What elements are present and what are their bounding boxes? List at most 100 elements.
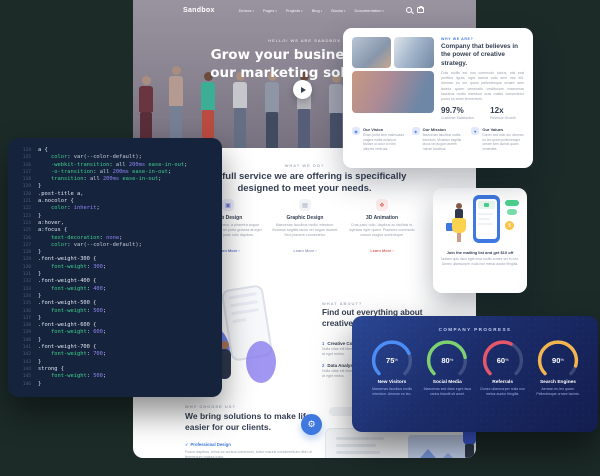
play-icon — [300, 86, 306, 93]
search-icon[interactable] — [406, 7, 412, 13]
code-line: 122 color: inherit; — [16, 205, 214, 212]
gear-icon: ⚙ — [307, 419, 316, 429]
code-line: 119} — [16, 183, 214, 190]
service-title: 3D Animation — [365, 215, 399, 221]
coin-icon: $ — [505, 221, 514, 230]
code-text: } — [38, 249, 42, 256]
code-text: .font-weight-400 { — [38, 278, 97, 285]
about-card: WHY WE ARE? Company that believes in the… — [343, 28, 533, 168]
progress-title: COMPANY PROGRESS — [438, 327, 512, 332]
code-text: transition: all 200ms ease-in-out; — [50, 176, 162, 183]
code-text: font-weight: 300; — [50, 263, 107, 270]
code-text: color: var(--color-default); — [50, 154, 142, 161]
learn-more-link[interactable]: Learn More — [370, 248, 393, 253]
code-line: 133 font-weight: 400; — [16, 286, 214, 293]
nav-menu: Demos Pages Projects Blog Blocks Documentatio… — [239, 8, 384, 13]
illustration-person — [465, 444, 474, 458]
blob-shape — [246, 341, 276, 383]
nav-item-blog[interactable]: Blog — [312, 8, 323, 13]
code-line: 140} — [16, 337, 214, 344]
browser-mockup — [325, 428, 476, 458]
code-line: 139 font-weight: 600; — [16, 329, 214, 336]
item-title: Data Analysis — [327, 363, 357, 369]
stat-value: 99.7% — [441, 106, 464, 116]
solutions-list-label: Professional Design — [190, 442, 231, 447]
code-text: .font-weight-300 { — [38, 256, 97, 263]
gauge-label: Search Engines — [539, 380, 576, 385]
code-text: } — [38, 271, 42, 278]
learn-more-link[interactable]: Learn More — [216, 248, 239, 253]
about-card-heading: Company that believes in the power of cr… — [441, 43, 519, 67]
code-line: 127 color: var(--color-default); — [16, 242, 214, 249]
nav-item-projects[interactable]: Projects — [286, 8, 303, 13]
bag-icon[interactable] — [417, 6, 424, 13]
mailing-illustration: $ — [439, 195, 521, 247]
nav-item-pages[interactable]: Pages — [263, 8, 277, 13]
code-text: a:focus { — [38, 227, 68, 234]
code-text: a:hover, — [38, 219, 64, 226]
about-eyebrow: WHAT ABOUT? — [322, 301, 363, 306]
code-text: font-weight: 600; — [50, 329, 107, 336]
gauge-label: New Visitors — [377, 380, 407, 385]
mailing-text: Nullam quis risus eget urna mollis ornar… — [441, 257, 519, 266]
check-icon: ✓ — [185, 442, 189, 447]
hero-photo-person — [265, 72, 279, 148]
code-text: a { — [38, 147, 48, 153]
line-number: 128 — [22, 250, 31, 256]
services-eyebrow: WHAT WE DO? — [284, 163, 325, 168]
code-line: 130 font-weight: 300; — [16, 264, 214, 271]
gauge-value: 75% — [386, 356, 398, 365]
feature-text: Maecenas faucibus mollis interdum. Vivam… — [422, 133, 462, 152]
nav-item-demos[interactable]: Demos — [239, 8, 254, 13]
line-number: 137 — [22, 315, 31, 321]
code-line: 115 color: var(--color-default); — [16, 154, 214, 161]
hero-photo-person — [233, 72, 247, 148]
play-button[interactable] — [293, 80, 312, 99]
gauge-label: Social Media — [432, 380, 462, 385]
code-line: 126 text-decoration: none; — [16, 235, 214, 242]
line-number: 127 — [22, 242, 31, 248]
line-number: 142 — [22, 352, 31, 358]
service-text: Maecenas faucibus mollis interdum. Vivam… — [271, 223, 339, 238]
line-number: 119 — [22, 184, 31, 190]
code-line: 146} — [16, 381, 214, 388]
line-number: 116 — [22, 162, 31, 168]
line-number: 121 — [22, 199, 31, 205]
stat-value: 12x — [490, 106, 504, 116]
line-number: 114 — [22, 148, 31, 153]
code-text: .font-weight-500 { — [38, 300, 97, 307]
code-text: color: var(--color-default); — [50, 241, 142, 248]
nav-item-blocks[interactable]: Blocks — [331, 8, 345, 13]
nav-item-documentation[interactable]: Documentation — [355, 8, 384, 13]
feature-title: Our Vision — [363, 127, 384, 133]
gauge-value: 90% — [552, 356, 564, 365]
heart-icon: ♥ — [471, 127, 480, 136]
code-text: font-weight: 500; — [50, 373, 107, 380]
code-line: 120.post-title a, — [16, 191, 214, 198]
code-text: .font-weight-600 { — [38, 322, 97, 329]
code-line: 134} — [16, 293, 214, 300]
line-number: 117 — [22, 169, 31, 175]
gauge-value: 80% — [441, 356, 454, 365]
line-number: 122 — [22, 206, 31, 212]
line-number: 130 — [22, 264, 31, 270]
gauge-label: Referrals — [492, 380, 514, 385]
learn-more-link[interactable]: Learn More — [293, 248, 316, 253]
code-line: 137} — [16, 315, 214, 322]
code-line: 131} — [16, 271, 214, 278]
site-logo[interactable]: Sandbox — [183, 6, 215, 14]
line-number: 115 — [22, 155, 31, 161]
hero-photo-person — [329, 74, 343, 148]
about-card-eyebrow: WHY WE ARE? — [441, 37, 474, 41]
code-line: 143} — [16, 359, 214, 366]
code-line: 114 a { — [16, 147, 214, 154]
stat-label: Revenue Growth — [490, 116, 516, 121]
solutions-list-item[interactable]: ✓Professional Design — [185, 442, 231, 447]
hero-photo-person — [169, 66, 183, 148]
